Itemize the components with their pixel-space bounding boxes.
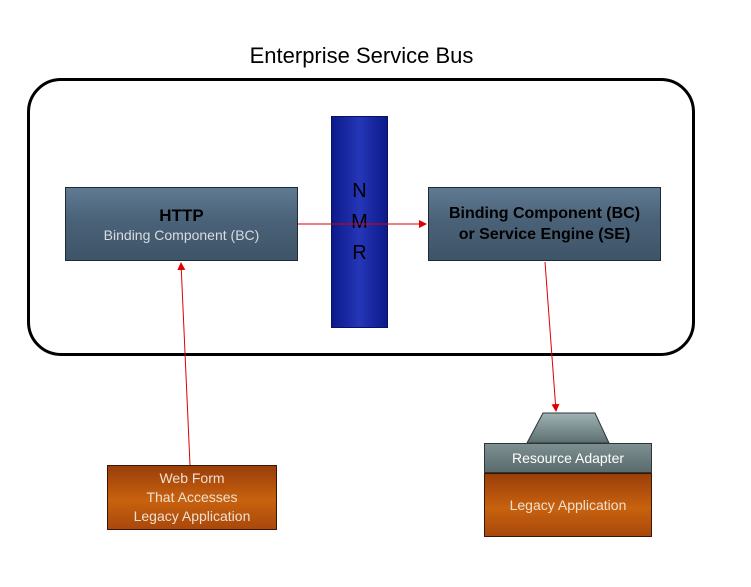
resource-adapter-label: Resource Adapter bbox=[511, 450, 625, 466]
legacy-application-box: Legacy Application bbox=[484, 473, 652, 537]
http-binding-component-title: HTTP bbox=[159, 205, 204, 225]
nmr-bar: N M R bbox=[331, 116, 388, 328]
nmr-letter: N bbox=[352, 179, 367, 202]
legacy-application-label: Legacy Application bbox=[509, 497, 627, 513]
web-form-line: Legacy Application bbox=[133, 508, 251, 524]
arrow-target-to-adapter bbox=[544, 261, 560, 412]
http-binding-component-subtitle: Binding Component (BC) bbox=[103, 226, 260, 243]
target-component-line2: or Service Engine (SE) bbox=[458, 226, 631, 243]
resource-adapter-connector-cap bbox=[526, 412, 610, 444]
web-form-line: Web Form bbox=[159, 470, 225, 486]
resource-adapter-box: Resource Adapter bbox=[484, 443, 652, 473]
arrow-webform-to-http bbox=[177, 262, 191, 466]
nmr-letter: R bbox=[352, 241, 367, 264]
nmr-letter: M bbox=[351, 210, 368, 233]
diagram-title: Enterprise Service Bus bbox=[249, 43, 474, 68]
web-form-line: That Accesses bbox=[146, 489, 238, 505]
target-binding-component: Binding Component (BC) or Service Engine… bbox=[428, 187, 661, 261]
web-form-box: Web Form That Accesses Legacy Applicatio… bbox=[107, 465, 277, 530]
target-component-line1: Binding Component (BC) bbox=[448, 205, 641, 222]
http-binding-component: HTTP Binding Component (BC) bbox=[65, 187, 298, 261]
